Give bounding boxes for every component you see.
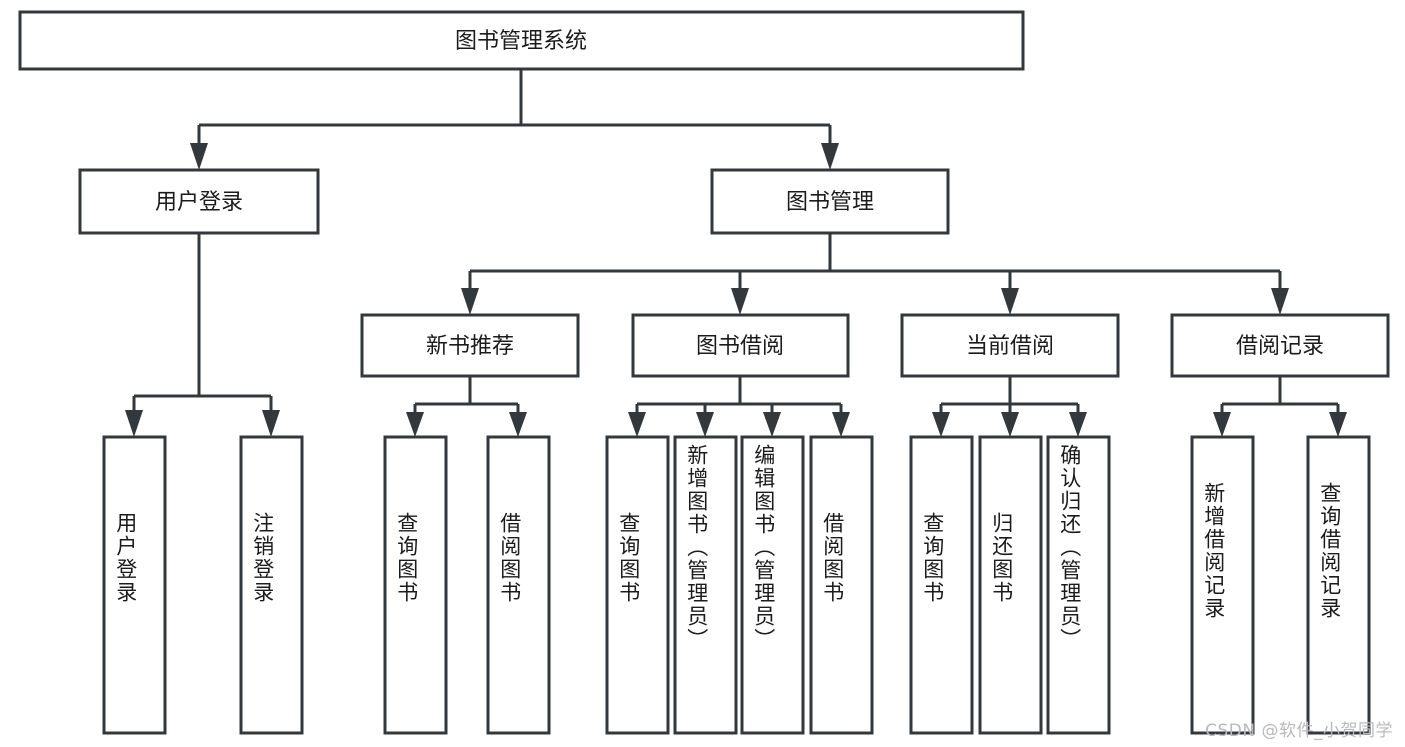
connector-currentborrow-to-leaves bbox=[932, 376, 1087, 437]
node-leaf-logout-login[interactable]: 注销登录 bbox=[239, 435, 304, 735]
node-leaf-query-book-2-label: 查询图书 bbox=[617, 512, 641, 604]
connector-userlogin-to-leaves bbox=[125, 233, 280, 437]
connector-bookborrow-to-leaves bbox=[628, 376, 850, 437]
node-leaf-borrow-book-2[interactable]: 借阅图书 bbox=[809, 435, 874, 735]
node-current-borrow[interactable]: 当前借阅 bbox=[900, 313, 1120, 378]
node-book-management[interactable]: 图书管理 bbox=[710, 168, 950, 235]
node-leaf-confirm-return-label: 确认归还（管理员） bbox=[1058, 444, 1082, 651]
node-leaf-query-book-1-label: 查询图书 bbox=[395, 512, 419, 604]
node-leaf-edit-book-label: 编辑图书（管理员） bbox=[752, 444, 776, 651]
node-leaf-borrow-book-1-label: 借阅图书 bbox=[498, 512, 522, 604]
node-leaf-query-book-1[interactable]: 查询图书 bbox=[383, 435, 448, 735]
node-leaf-query-record[interactable]: 查询借阅记录 bbox=[1306, 435, 1371, 735]
node-leaf-add-book-label: 新增图书（管理员） bbox=[685, 444, 709, 651]
node-leaf-confirm-return[interactable]: 确认归还（管理员） bbox=[1046, 435, 1111, 735]
node-leaf-query-record-label: 查询借阅记录 bbox=[1318, 482, 1342, 620]
node-leaf-query-book-2[interactable]: 查询图书 bbox=[605, 435, 670, 735]
node-leaf-add-record[interactable]: 新增借阅记录 bbox=[1190, 435, 1255, 735]
node-leaf-borrow-book-1[interactable]: 借阅图书 bbox=[486, 435, 551, 735]
node-leaf-return-book-label: 归还图书 bbox=[990, 512, 1014, 604]
node-new-book-recommend[interactable]: 新书推荐 bbox=[360, 313, 580, 378]
node-current-borrow-label: 当前借阅 bbox=[966, 334, 1054, 359]
node-leaf-user-login[interactable]: 用户登录 bbox=[102, 435, 167, 735]
node-borrow-record[interactable]: 借阅记录 bbox=[1170, 313, 1390, 378]
node-new-book-recommend-label: 新书推荐 bbox=[426, 334, 514, 359]
node-leaf-query-book-3-label: 查询图书 bbox=[921, 512, 945, 604]
node-borrow-record-label: 借阅记录 bbox=[1236, 334, 1324, 359]
connector-bookmgmt-to-level3 bbox=[461, 233, 1289, 315]
node-book-borrow[interactable]: 图书借阅 bbox=[631, 313, 850, 378]
connector-newbook-to-leaves bbox=[406, 376, 527, 437]
node-leaf-logout-login-label: 注销登录 bbox=[251, 512, 275, 604]
node-book-management-label: 图书管理 bbox=[786, 190, 874, 215]
node-root-label: 图书管理系统 bbox=[455, 29, 587, 54]
connector-root-to-level2 bbox=[190, 69, 839, 170]
node-leaf-user-login-label: 用户登录 bbox=[114, 512, 138, 604]
node-leaf-query-book-3[interactable]: 查询图书 bbox=[909, 435, 974, 735]
node-leaf-borrow-book-2-label: 借阅图书 bbox=[821, 512, 845, 604]
connector-borrowrecord-to-leaves bbox=[1213, 376, 1347, 437]
node-leaf-edit-book[interactable]: 编辑图书（管理员） bbox=[740, 435, 805, 735]
node-leaf-add-book[interactable]: 新增图书（管理员） bbox=[673, 435, 738, 735]
node-leaf-return-book[interactable]: 归还图书 bbox=[978, 435, 1043, 735]
node-user-login[interactable]: 用户登录 bbox=[78, 168, 320, 235]
node-book-borrow-label: 图书借阅 bbox=[696, 334, 784, 359]
node-leaf-add-record-label: 新增借阅记录 bbox=[1202, 482, 1226, 620]
node-user-login-label: 用户登录 bbox=[155, 190, 243, 215]
node-root[interactable]: 图书管理系统 bbox=[18, 10, 1025, 71]
